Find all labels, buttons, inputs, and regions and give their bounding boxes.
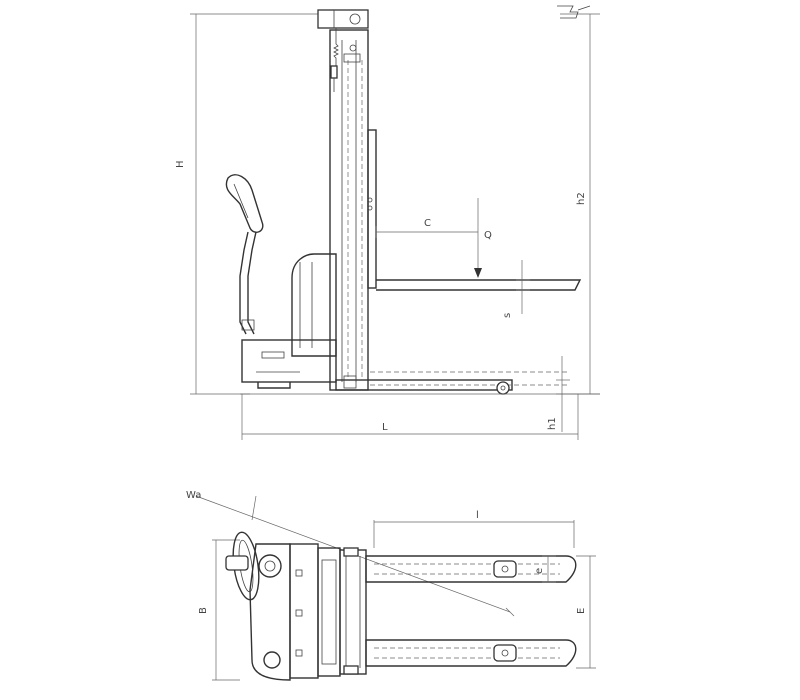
dimension-L: L [241,394,579,440]
label-h2: h2 [576,192,587,205]
dimension-H: H [175,13,330,395]
top-view: Wa l B E [186,490,596,681]
fork-lower [365,639,577,667]
label-Q: Q [484,230,492,241]
label-e: e [534,568,545,574]
tiller-handle [225,174,264,335]
label-s: s [502,313,513,318]
load-center: C Q [375,198,492,278]
dimension-h2: h2 [557,5,600,395]
fork-upper [365,555,577,583]
label-C: C [424,218,431,229]
base-outrigger [335,371,570,395]
dimension-e: e [534,555,556,583]
label-E: E [576,608,587,614]
tiller-top [225,531,282,601]
label-H: H [175,160,186,168]
label-L: L [382,422,388,433]
dimension-l: l [373,510,575,548]
mast [317,9,369,391]
label-h1: h1 [547,417,558,430]
dimension-s: s [502,260,530,318]
label-B: B [198,607,209,614]
truck-body [241,253,337,389]
label-l: l [476,510,479,521]
label-Wa: Wa [186,490,201,501]
dimension-E: E [576,555,596,669]
dimension-h1: h1 [547,356,570,432]
chassis-top [249,543,367,681]
carriage-and-fork [367,129,582,291]
side-view: H h2 [175,5,600,440]
